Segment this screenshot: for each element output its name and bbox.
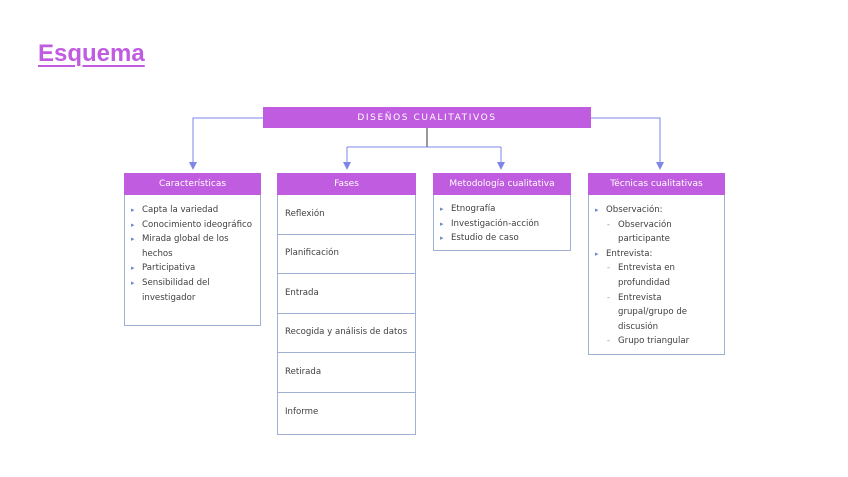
tecnicas-header: Técnicas cualitativas — [588, 173, 725, 195]
list-item: Entrevista en profundidad — [591, 261, 718, 290]
caracteristicas-box: Capta la variedad Conocimiento ideográfi… — [124, 195, 261, 326]
list-item: Investigación-acción — [436, 217, 564, 232]
phase-item: Retirada — [278, 353, 415, 393]
tecnicas-list: Observación: Observación participante En… — [591, 203, 718, 349]
metodologia-box: Etnografía Investigación-acción Estudio … — [433, 195, 571, 251]
caracteristicas-list: Capta la variedad Conocimiento ideográfi… — [127, 203, 254, 305]
list-item: Observación participante — [591, 218, 718, 247]
tecnicas-entrevista-label: Entrevista: — [591, 247, 718, 262]
phase-item: Recogida y análisis de datos — [278, 314, 415, 353]
tecnicas-observacion-label: Observación: — [591, 203, 718, 218]
fases-box: Reflexión Planificación Entrada Recogida… — [277, 195, 416, 435]
phase-item: Planificación — [278, 235, 415, 274]
list-item: Capta la variedad — [127, 203, 254, 218]
list-item: Sensibilidad del investigador — [127, 276, 254, 305]
phase-item: Reflexión — [278, 195, 415, 235]
connector-caracteristicas — [189, 117, 263, 170]
metodologia-list: Etnografía Investigación-acción Estudio … — [436, 202, 564, 246]
list-item: Participativa — [127, 261, 254, 276]
root-node-disenos-cualitativos: DISEÑOS CUALITATIVOS — [263, 107, 591, 128]
list-item: Etnografía — [436, 202, 564, 217]
fases-header: Fases — [277, 173, 416, 195]
list-item: Grupo triangular — [591, 334, 718, 349]
metodologia-header: Metodología cualitativa — [433, 173, 571, 195]
phase-item: Entrada — [278, 274, 415, 314]
list-item: Mirada global de los hechos — [127, 232, 254, 261]
tecnicas-box: Observación: Observación participante En… — [588, 195, 725, 355]
list-item: Entrevista grupal/grupo de discusión — [591, 291, 718, 335]
caracteristicas-header: Características — [124, 173, 261, 195]
phase-item: Informe — [285, 406, 319, 417]
list-item: Conocimiento ideográfico — [127, 218, 254, 233]
connector-tecnicas — [591, 117, 664, 170]
page-title: Esquema — [38, 40, 145, 67]
list-item: Estudio de caso — [436, 231, 564, 246]
